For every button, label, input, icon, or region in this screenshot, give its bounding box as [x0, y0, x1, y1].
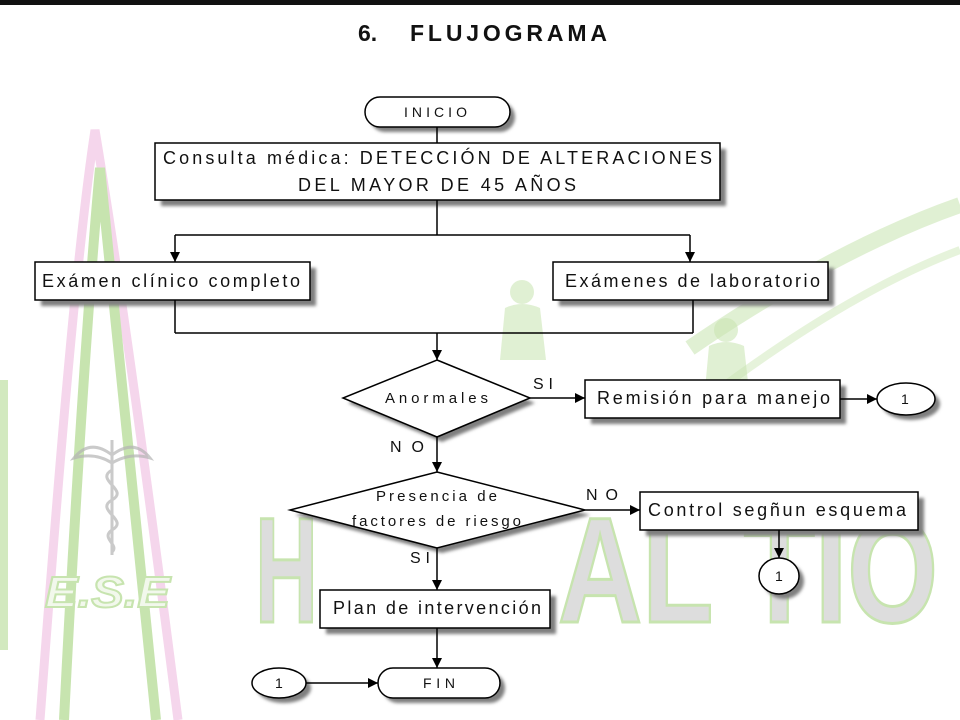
caduceus-snake — [105, 468, 119, 554]
control-box — [639, 491, 919, 531]
lab-exams-box — [552, 261, 829, 301]
consultation-box — [154, 142, 721, 201]
silhouette-head — [510, 280, 534, 304]
watermark-large-letters-left: H — [255, 486, 318, 654]
title-number: 6. — [358, 20, 377, 46]
watermark-arch-right-inner — [722, 246, 960, 389]
watermark-logo-text: E.S.E — [45, 568, 172, 617]
connector-right-label: 1 — [901, 391, 909, 407]
referral-box — [584, 379, 841, 419]
connector-left-label: 1 — [275, 675, 283, 691]
decision-risk — [287, 471, 586, 549]
decision-abnormal-label: Anormales — [385, 390, 488, 407]
clinical-exam-label: Exámen clínico completo — [42, 271, 300, 291]
caduceus-icon — [69, 440, 155, 555]
clinical-exam-box — [34, 261, 311, 301]
top-border — [0, 0, 960, 5]
decision-abnormal-no-label: NO — [390, 439, 424, 456]
lab-exams-label: Exámenes de laboratorio — [565, 271, 820, 291]
plan-box — [319, 589, 551, 629]
consultation-label-line1: Consulta médica: DETECCIÓN DE ALTERACION… — [163, 147, 712, 168]
watermark-arch-pink — [35, 129, 183, 720]
watermark-silhouette-left — [500, 280, 546, 360]
end-label: FIN — [423, 675, 455, 691]
watermark-arch-green — [59, 167, 161, 720]
silhouette-body — [500, 304, 546, 360]
decision-abnormal-yes-label: SI — [533, 376, 553, 393]
page-title: FLUJOGRAMA — [410, 20, 607, 46]
decision-risk-yes-label: SI — [410, 550, 430, 567]
start-label: INICIO — [404, 104, 467, 120]
control-label: Control segñun esquema — [648, 500, 907, 520]
silhouette-head — [714, 318, 738, 342]
caduceus-wings — [69, 445, 155, 465]
decision-risk-label-line2: factores de riesgo — [352, 513, 521, 530]
plan-label: Plan de intervención — [333, 598, 541, 618]
connector-middle-label: 1 — [775, 568, 783, 584]
watermark-left-edge-stripe — [0, 380, 8, 650]
